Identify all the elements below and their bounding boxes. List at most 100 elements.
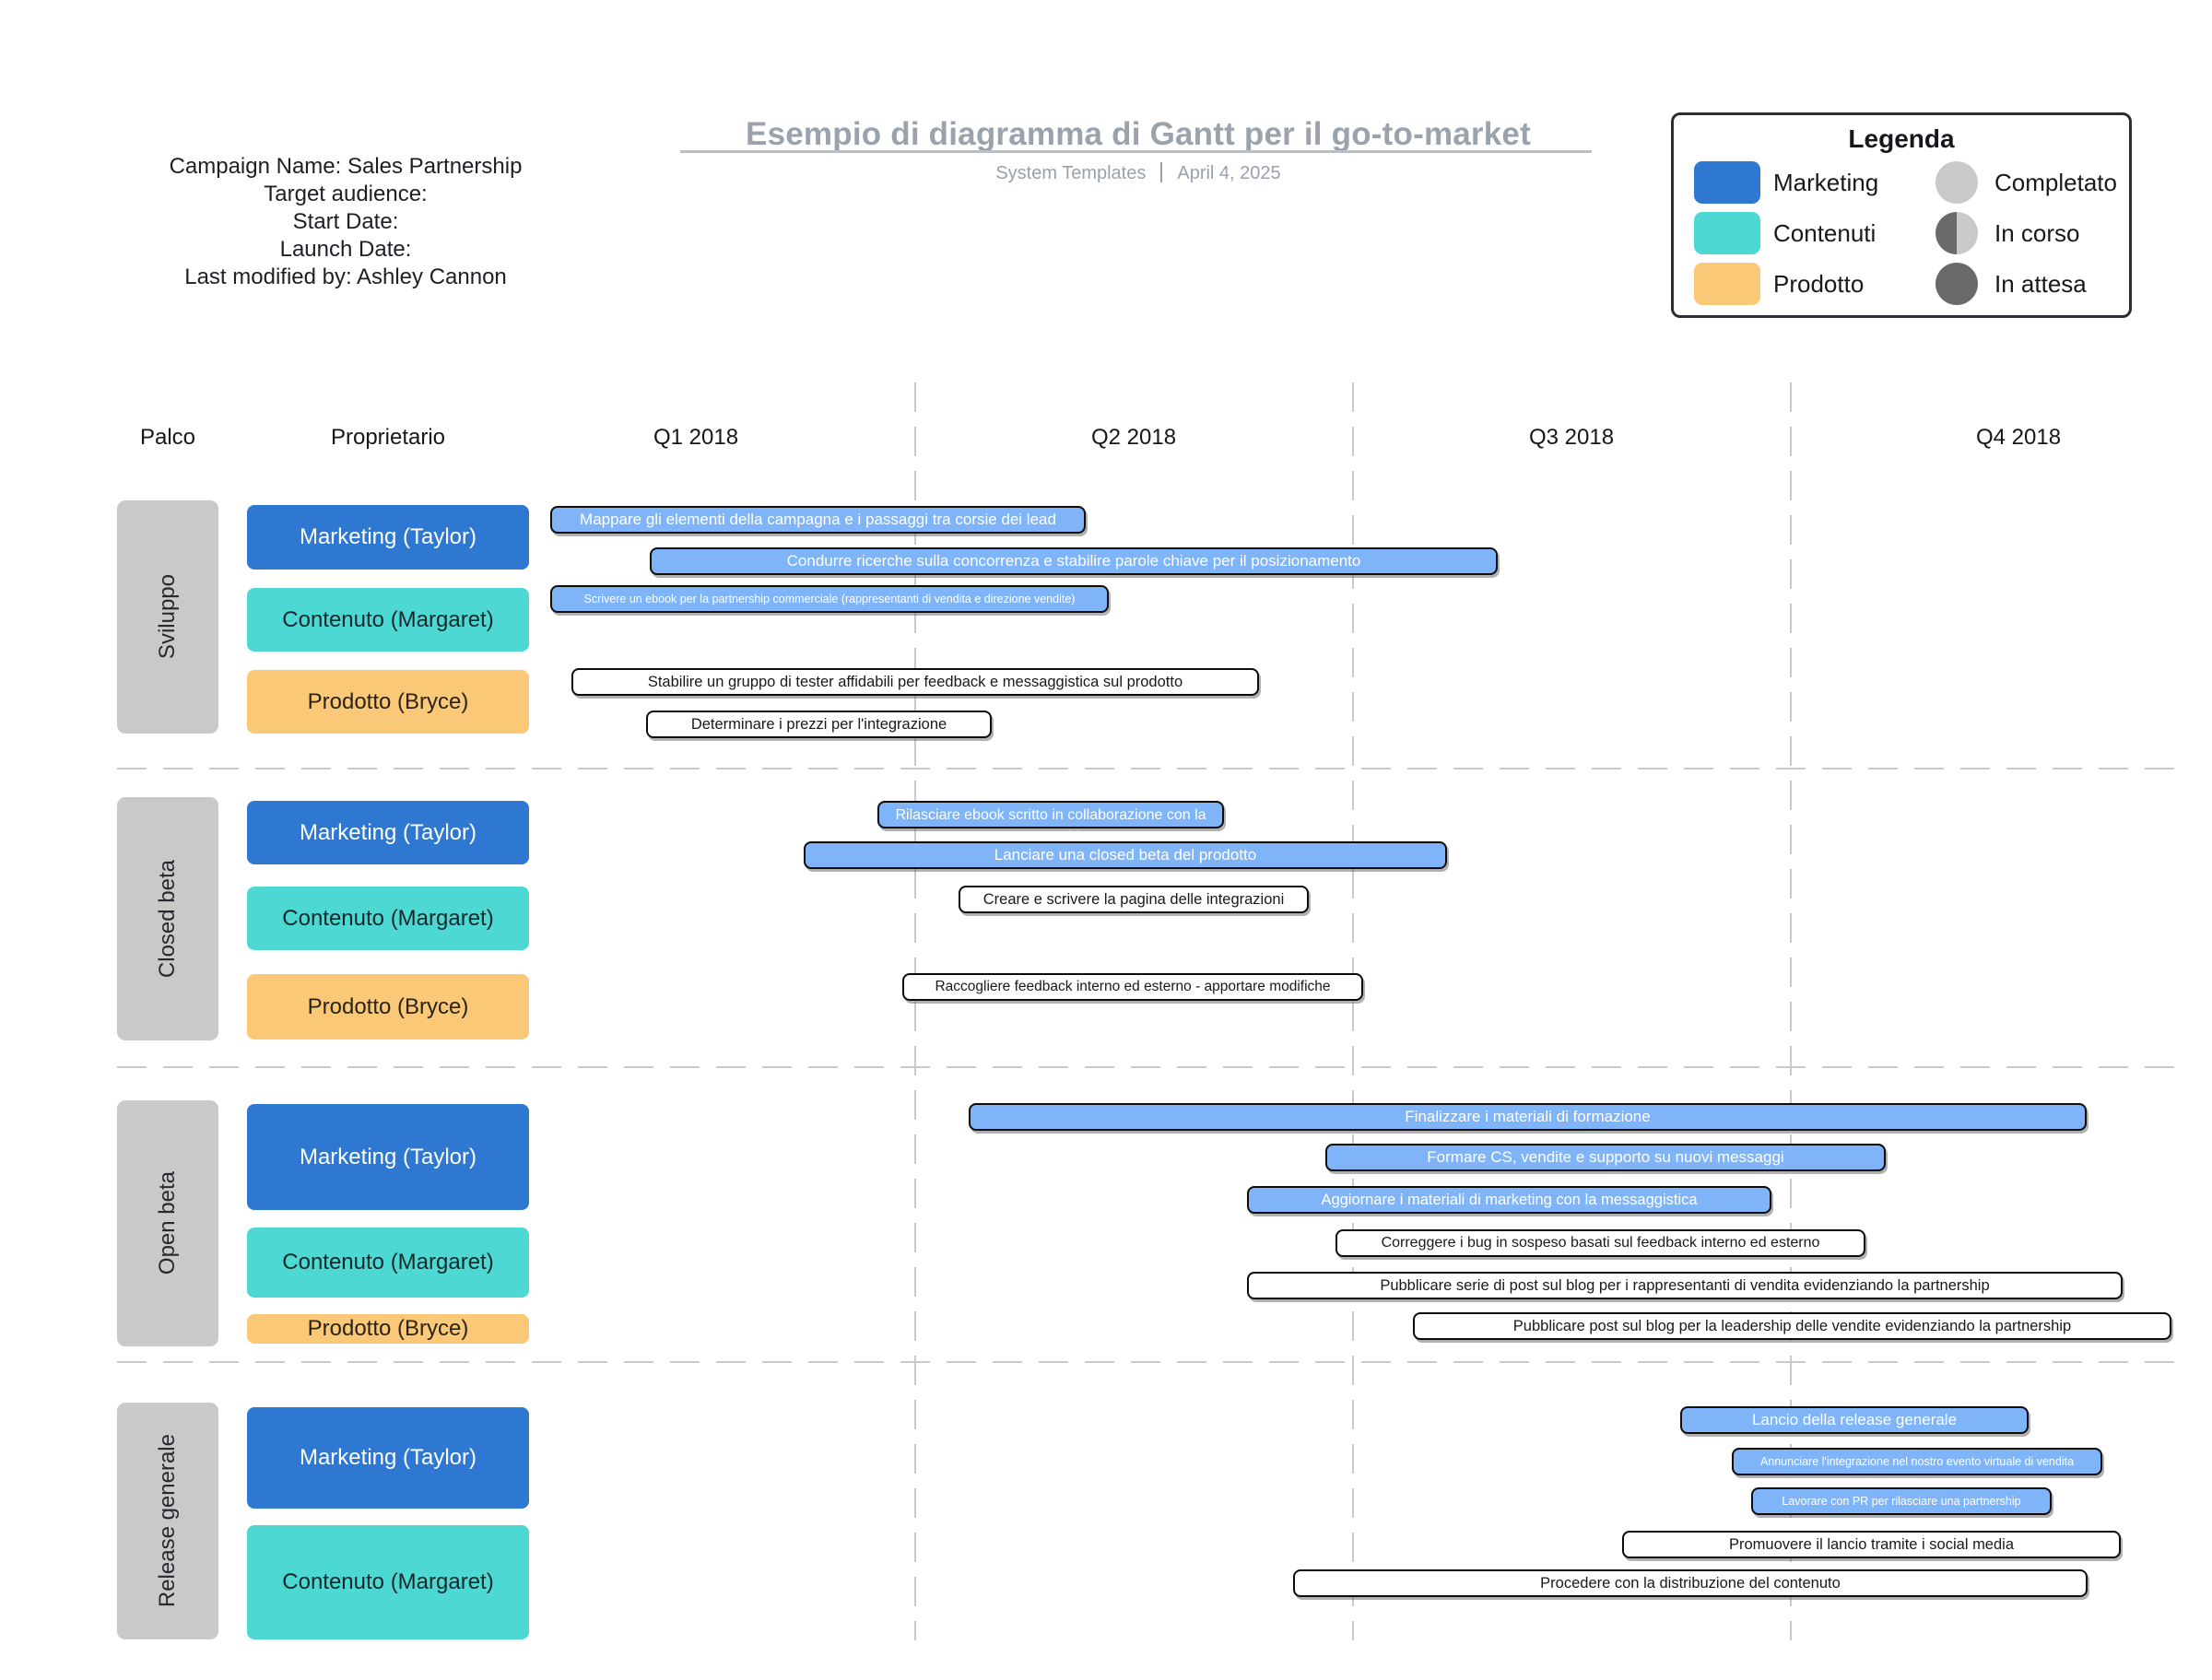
task-label: Scrivere un ebook per la partnership com… bbox=[583, 593, 1076, 605]
owner-box[interactable]: Contenuto (Margaret) bbox=[247, 887, 529, 950]
owner-label: Prodotto (Bryce) bbox=[307, 993, 469, 1019]
task-bar[interactable]: Correggere i bug in sospeso basati sul f… bbox=[1335, 1229, 1865, 1257]
legend-category-label: Contenuti bbox=[1773, 219, 1877, 247]
task-label: Determinare i prezzi per l'integrazione bbox=[690, 715, 947, 733]
stage-divider bbox=[117, 1361, 2180, 1363]
subtitle-source: System Templates bbox=[995, 163, 1147, 183]
owner-box[interactable]: Prodotto (Bryce) bbox=[247, 974, 529, 1040]
owner-box[interactable]: Contenuto (Margaret) bbox=[247, 1228, 529, 1298]
task-bar[interactable]: Creare e scrivere la pagina delle integr… bbox=[959, 886, 1309, 913]
legend-status-label: In corso bbox=[1994, 219, 2080, 247]
task-label: Pubblicare post sul blog per la leadersh… bbox=[1512, 1317, 2072, 1334]
quarter-gridline bbox=[1790, 382, 1792, 1640]
task-bar[interactable]: Scrivere un ebook per la partnership com… bbox=[550, 585, 1109, 613]
campaign-info: Campaign Name: Sales Partnership Target … bbox=[69, 153, 622, 291]
task-label: Finalizzare i materiali di formazione bbox=[1405, 1108, 1651, 1125]
task-label: Condurre ricerche sulla concorrenza e st… bbox=[786, 552, 1361, 570]
title-underline bbox=[680, 150, 1592, 153]
task-bar[interactable]: Finalizzare i materiali di formazione bbox=[969, 1103, 2087, 1131]
owner-label: Prodotto (Bryce) bbox=[307, 688, 469, 714]
owner-box[interactable]: Marketing (Taylor) bbox=[247, 1104, 529, 1210]
owner-box[interactable]: Contenuto (Margaret) bbox=[247, 1525, 529, 1639]
legend-status-label: Completato bbox=[1994, 169, 2117, 196]
task-bar[interactable]: Promuovere il lancio tramite i social me… bbox=[1622, 1531, 2121, 1558]
status-waiting-icon bbox=[1936, 263, 1978, 305]
quarter-gridline bbox=[914, 382, 916, 1640]
task-bar[interactable]: Raccogliere feedback interno ed esterno … bbox=[902, 973, 1363, 1001]
campaign-line: Launch Date: bbox=[279, 237, 412, 262]
owner-label: Contenuto (Margaret) bbox=[282, 1250, 494, 1275]
legend-title: Legenda bbox=[1848, 124, 1955, 153]
task-bar[interactable]: Mappare gli elementi della campagna e i … bbox=[550, 506, 1086, 534]
stage-divider bbox=[117, 1066, 2180, 1068]
stage-box[interactable]: Closed beta bbox=[117, 797, 218, 1040]
task-label: Correggere i bug in sospeso basati sul f… bbox=[1381, 1235, 1820, 1251]
owner-label: Prodotto (Bryce) bbox=[307, 1316, 469, 1341]
task-bar[interactable]: Pubblicare post sul blog per la leadersh… bbox=[1413, 1312, 2171, 1340]
owner-label: Marketing (Taylor) bbox=[299, 1144, 477, 1169]
task-bar[interactable]: Stabilire un gruppo di tester affidabili… bbox=[571, 668, 1259, 696]
status-completed-icon bbox=[1936, 161, 1978, 204]
task-bar[interactable]: Rilasciare ebook scritto in collaborazio… bbox=[877, 801, 1224, 845]
task-bar[interactable]: Condurre ricerche sulla concorrenza e st… bbox=[650, 547, 1498, 575]
task-bar[interactable]: Lancio della release generale bbox=[1680, 1406, 2029, 1434]
campaign-line: Target audience: bbox=[264, 182, 428, 206]
stage-box[interactable]: Open beta bbox=[117, 1100, 218, 1346]
owner-label: Marketing (Taylor) bbox=[299, 1445, 477, 1470]
stage-label: Closed beta bbox=[155, 859, 180, 979]
status-in-progress-icon bbox=[1936, 212, 1978, 254]
legend-category-label: Marketing bbox=[1773, 169, 1879, 196]
stage-label: Release generale bbox=[155, 1434, 180, 1608]
column-header-stage: Palco bbox=[139, 425, 196, 450]
stage-box[interactable]: Release generale bbox=[117, 1403, 218, 1639]
owner-box[interactable]: Contenuto (Margaret) bbox=[247, 588, 529, 652]
owner-label: Contenuto (Margaret) bbox=[282, 606, 494, 632]
subtitle-date: April 4, 2025 bbox=[1177, 163, 1281, 183]
subtitle-divider bbox=[1160, 162, 1163, 182]
task-label: Lancio della release generale bbox=[1751, 1411, 1958, 1428]
task-label: Mappare gli elementi della campagna e i … bbox=[580, 511, 1056, 528]
owner-label: Contenuto (Margaret) bbox=[282, 1569, 494, 1594]
quarter-header: Q4 2018 bbox=[1975, 425, 2062, 450]
owner-box[interactable]: Marketing (Taylor) bbox=[247, 505, 529, 570]
task-bar[interactable]: Annunciare l'integrazione nel nostro eve… bbox=[1732, 1448, 2102, 1475]
quarter-header: Q2 2018 bbox=[1090, 425, 1177, 450]
task-label: Rilasciare ebook scritto in collaborazio… bbox=[895, 807, 1206, 845]
campaign-line: Last modified by: Ashley Cannon bbox=[184, 264, 507, 289]
task-label: Lanciare una closed beta del prodotto bbox=[994, 846, 1257, 863]
marketing-swatch bbox=[1694, 161, 1760, 204]
task-bar[interactable]: Pubblicare serie di post sul blog per i … bbox=[1247, 1272, 2123, 1299]
campaign-line: Start Date: bbox=[292, 209, 399, 234]
contenuti-swatch bbox=[1694, 212, 1760, 254]
task-bar[interactable]: Lanciare una closed beta del prodotto bbox=[804, 841, 1447, 869]
task-label: Creare e scrivere la pagina delle integr… bbox=[982, 890, 1285, 908]
task-bar[interactable]: Lavorare con PR per rilasciare una partn… bbox=[1751, 1487, 2052, 1515]
task-label: Annunciare l'integrazione nel nostro eve… bbox=[1759, 1455, 2075, 1468]
stage-divider bbox=[117, 768, 2180, 770]
owner-box[interactable]: Prodotto (Bryce) bbox=[247, 670, 529, 734]
task-label: Lavorare con PR per rilasciare una partn… bbox=[1782, 1495, 2021, 1508]
page-subtitle: System Templates April 4, 2025 bbox=[682, 162, 1594, 184]
owner-box[interactable]: Marketing (Taylor) bbox=[247, 801, 529, 864]
column-header-owner: Proprietario bbox=[330, 425, 446, 450]
task-bar[interactable]: Determinare i prezzi per l'integrazione bbox=[646, 711, 992, 738]
owner-label: Marketing (Taylor) bbox=[299, 524, 477, 549]
task-bar[interactable]: Formare CS, vendite e supporto su nuovi … bbox=[1325, 1144, 1886, 1171]
task-bar[interactable]: Aggiornare i materiali di marketing con … bbox=[1247, 1186, 1771, 1214]
owner-box[interactable]: Prodotto (Bryce) bbox=[247, 1314, 529, 1344]
quarter-gridline bbox=[1352, 382, 1354, 1640]
prodotto-swatch bbox=[1694, 263, 1760, 305]
owner-box[interactable]: Marketing (Taylor) bbox=[247, 1407, 529, 1509]
quarter-header: Q3 2018 bbox=[1528, 425, 1615, 450]
stage-label: Open beta bbox=[155, 1171, 180, 1275]
quarter-header: Q1 2018 bbox=[653, 425, 739, 450]
task-label: Stabilire un gruppo di tester affidabili… bbox=[647, 673, 1183, 690]
task-bar[interactable]: Procedere con la distribuzione del conte… bbox=[1293, 1569, 2088, 1597]
task-label: Pubblicare serie di post sul blog per i … bbox=[1380, 1276, 1990, 1294]
owner-label: Marketing (Taylor) bbox=[299, 819, 477, 845]
campaign-line: Campaign Name: Sales Partnership bbox=[169, 154, 523, 179]
legend-status-label: In attesa bbox=[1994, 270, 2087, 298]
stage-box[interactable]: Sviluppo bbox=[117, 500, 218, 734]
